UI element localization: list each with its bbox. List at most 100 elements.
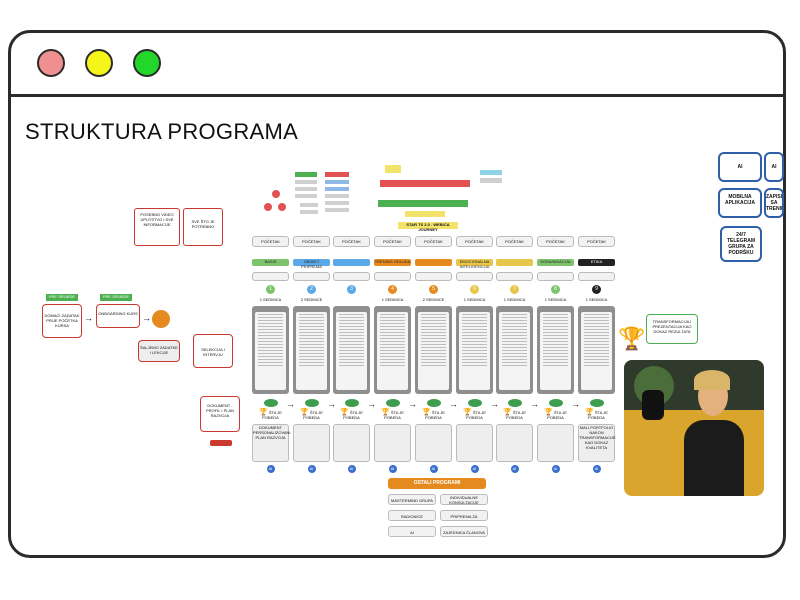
column-result-label: ŠTA JE POBEDA [466, 410, 486, 420]
program-column-7: POČETAK 7 1 SEDMICA 🏆 ŠTA JE POBEDA AI [496, 236, 533, 473]
right-card-ai-2: AI [764, 152, 784, 182]
text-line [258, 317, 283, 318]
maximize-window-button[interactable] [133, 49, 161, 77]
leaf-icon [263, 399, 278, 407]
column-result: 🏆 ŠTA JE POBEDA [374, 409, 411, 420]
trophy-icon: 🏆 [340, 409, 349, 416]
text-line [339, 326, 364, 327]
page-title: STRUKTURA PROGRAMA [25, 119, 299, 144]
person-body [684, 420, 744, 496]
column-output-box: DOKUMENT PERSONALIZOVANI PLAN RAZVOJA [252, 424, 291, 462]
other-program-item: MASTERMIND GRUPA [388, 494, 436, 505]
close-window-button[interactable] [37, 49, 65, 77]
leaf-icon [304, 399, 319, 407]
text-line [380, 320, 405, 321]
text-line [380, 353, 405, 354]
text-line [258, 344, 283, 345]
program-column-9: POČETAK ETIKA 9 1 SEDMICA 🏆 ŠTA JE POBED… [578, 236, 616, 473]
flow-arrow: → [142, 313, 151, 323]
text-line [584, 329, 609, 330]
legend-chip [295, 172, 317, 177]
column-result-label: ŠTA JE POBEDA [588, 410, 608, 420]
text-line [421, 344, 446, 345]
text-line [462, 335, 487, 336]
column-result-label: ŠTA JE POBEDA [425, 410, 445, 420]
column-number-badge: 3 [347, 285, 356, 294]
text-line [299, 320, 324, 321]
column-content-card [333, 306, 370, 394]
text-line [299, 344, 324, 345]
text-line [543, 356, 568, 357]
text-line [380, 356, 405, 357]
flow-arrow: → [84, 313, 93, 323]
text-line [543, 338, 568, 339]
text-line [339, 353, 364, 354]
column-start-label: POČETAK [496, 236, 533, 247]
text-line [380, 344, 405, 345]
text-line [584, 332, 609, 333]
legend-chip [480, 170, 502, 175]
column-week-top [415, 272, 452, 281]
text-line [258, 353, 283, 354]
minimize-window-button[interactable] [85, 49, 113, 77]
card-body [296, 312, 327, 390]
text-line [543, 347, 568, 348]
text-line [584, 353, 609, 354]
card-body [581, 312, 612, 390]
column-category: OBJEKT PRIPREMA [293, 259, 330, 269]
text-line [584, 341, 609, 342]
legend-chip [300, 210, 318, 214]
program-column-8: POČETAK KOMUNIKACIJA 8 1 SEDMICA 🏆 ŠTA J… [537, 236, 574, 473]
column-week: 1 SEDMICA [503, 297, 526, 302]
text-line [543, 314, 568, 315]
program-column-6: POČETAK EMOCIONALNA INTELIGENCIJA 6 1 SE… [456, 236, 493, 473]
text-line [502, 365, 527, 366]
text-line [584, 347, 609, 348]
text-line [543, 350, 568, 351]
column-number-badge: 2 [307, 285, 316, 294]
text-line [584, 320, 609, 321]
legend-chip [480, 178, 502, 183]
column-week-top [578, 272, 615, 281]
text-line [502, 335, 527, 336]
text-line [502, 353, 527, 354]
text-line [462, 365, 487, 366]
text-line [462, 344, 487, 345]
text-line [380, 359, 405, 360]
column-week-top [333, 272, 370, 281]
leaf-icon [385, 399, 400, 407]
text-line [299, 338, 324, 339]
text-line [421, 365, 446, 366]
text-line [339, 341, 364, 342]
other-programs-title: OSTALI PROGRAMI [388, 478, 486, 489]
trophy-icon: 🏆 [585, 409, 594, 416]
text-line [543, 353, 568, 354]
leaf-icon [467, 399, 482, 407]
text-line [258, 362, 283, 363]
trophy-icon: 🏆 [381, 409, 390, 416]
text-line [258, 341, 283, 342]
flow-arrow: → [408, 399, 417, 409]
node-dot [278, 203, 286, 211]
text-line [584, 335, 609, 336]
column-week: 2 SEDMICE [300, 297, 323, 302]
text-line [380, 350, 405, 351]
text-line [258, 347, 283, 348]
text-line [258, 323, 283, 324]
card-body [377, 312, 408, 390]
top-banner-red [380, 180, 470, 187]
text-line [339, 350, 364, 351]
text-line [258, 335, 283, 336]
text-line [543, 341, 568, 342]
text-line [462, 350, 487, 351]
text-line [543, 362, 568, 363]
text-line [421, 335, 446, 336]
text-line [462, 347, 487, 348]
legend-chip [295, 194, 317, 198]
text-line [462, 359, 487, 360]
text-line [462, 341, 487, 342]
other-program-item: PRIPREMA ZA RAZGOVOR [440, 510, 488, 530]
flow-box-profile: DOKUMENT - PROFIL I PLAN RAZVOJA [200, 396, 240, 432]
text-line [339, 362, 364, 363]
text-line [584, 314, 609, 315]
